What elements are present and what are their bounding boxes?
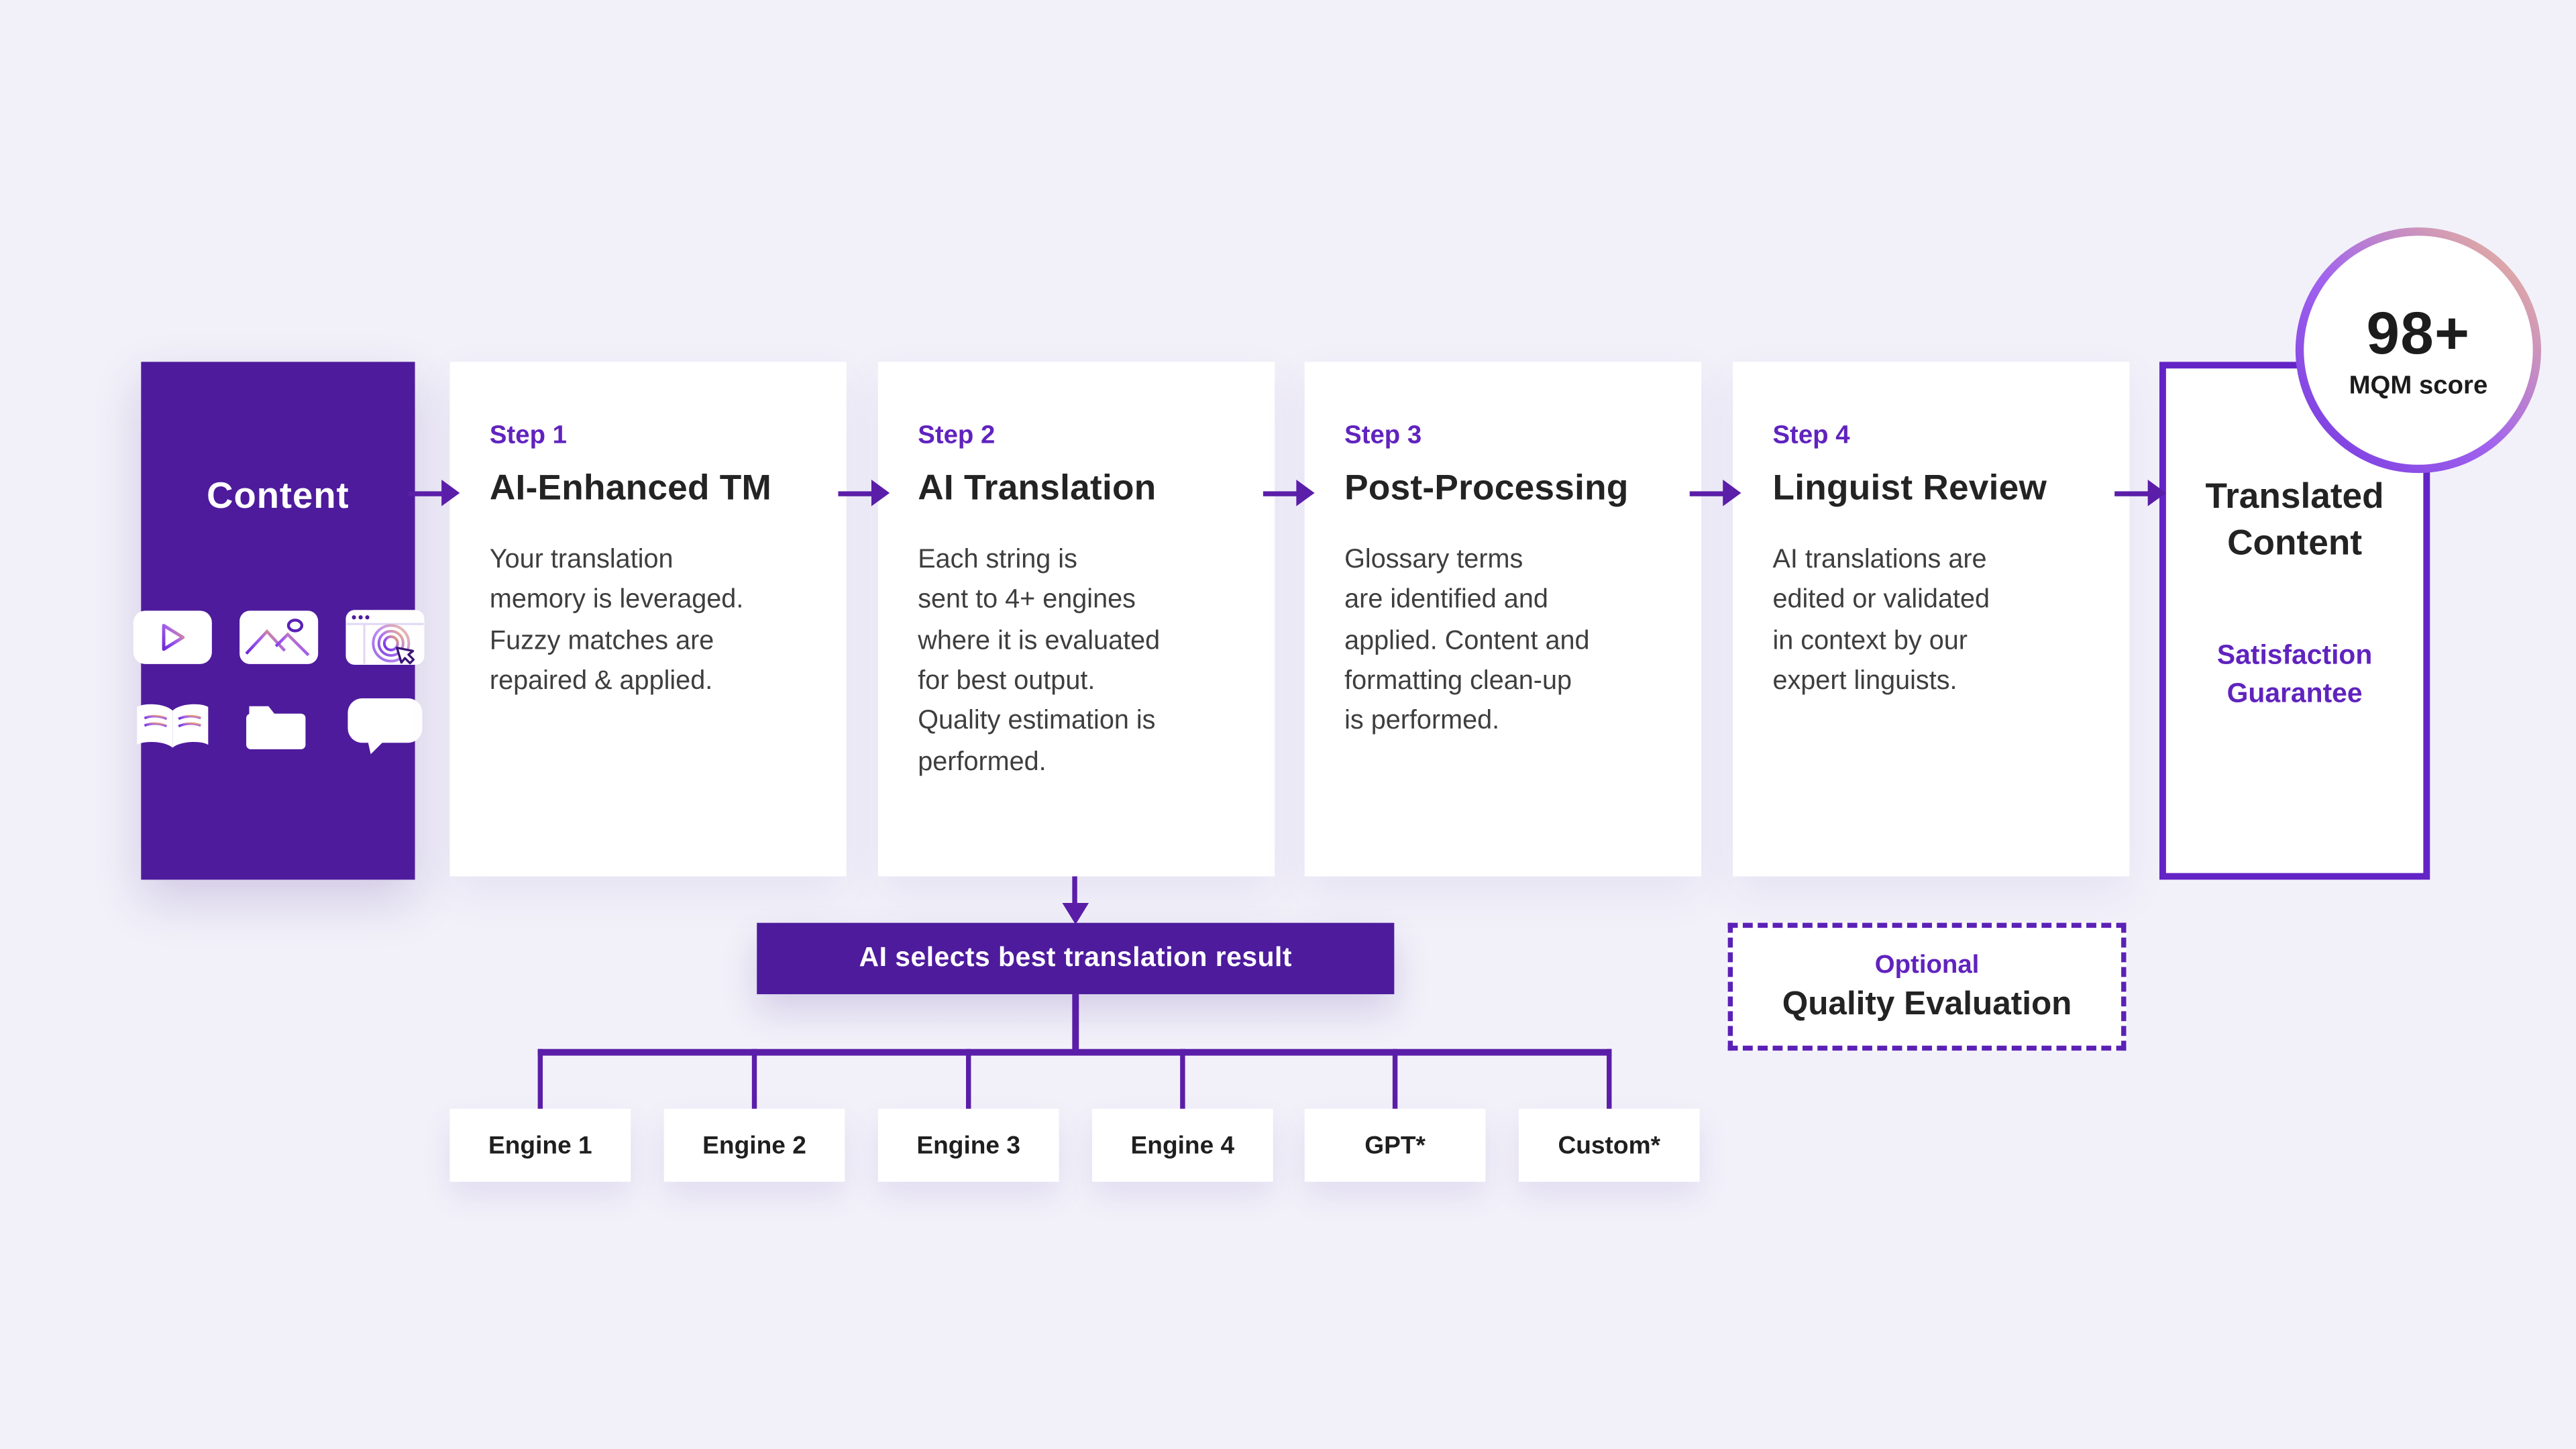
- step-3-card: Step 3 Post-Processing Glossary terms ar…: [1304, 362, 1702, 877]
- engine-1-label: Engine 1: [488, 1131, 592, 1160]
- mqm-score-badge: 98+ MQM score: [2295, 227, 2542, 474]
- engine-4-box: Engine 4: [1092, 1108, 1273, 1182]
- arrow-right-icon: [1689, 480, 1741, 508]
- voice-message-icon: [343, 696, 426, 759]
- connector-line: [537, 1049, 1611, 1055]
- interactive-web-icon: [343, 606, 426, 669]
- connector-line: [965, 1049, 971, 1111]
- gpt-engine-box: GPT*: [1304, 1108, 1486, 1182]
- gpt-engine-label: GPT*: [1364, 1131, 1426, 1160]
- engine-4-label: Engine 4: [1130, 1131, 1235, 1160]
- satisfaction-guarantee-label: Satisfaction Guarantee: [2216, 641, 2373, 709]
- translated-content-title: Translated Content: [2205, 476, 2384, 563]
- documents-folder-icon: [237, 696, 320, 759]
- connector-line: [1606, 1049, 1612, 1111]
- image-icon: [237, 606, 320, 669]
- engine-1-box: Engine 1: [449, 1108, 631, 1182]
- connector-line: [751, 1049, 757, 1111]
- mqm-score-label: MQM score: [2349, 372, 2488, 400]
- engine-2-box: Engine 2: [663, 1108, 845, 1182]
- step-2-label: Step 2: [918, 421, 996, 450]
- ai-selector-label: AI selects best translation result: [859, 943, 1292, 973]
- arrow-right-icon: [838, 480, 890, 508]
- step-1-card: Step 1 AI-Enhanced TM Your translation m…: [449, 362, 847, 877]
- step-2-card: Step 2 AI Translation Each string is sen…: [877, 362, 1275, 877]
- arrow-right-icon: [1263, 480, 1315, 508]
- mqm-score-badge-inner: 98+ MQM score: [2304, 235, 2533, 465]
- video-icon: [130, 606, 213, 669]
- step-4-description: AI translations are edited or validated …: [1772, 546, 1990, 696]
- step-1-description: Your translation memory is leveraged. Fu…: [489, 546, 744, 696]
- connector-line: [1073, 994, 1079, 1053]
- connector-line: [1392, 1049, 1398, 1111]
- open-book-icon: [130, 696, 213, 759]
- step-3-title: Post-Processing: [1344, 468, 1629, 508]
- step-1-label: Step 1: [489, 421, 567, 450]
- arrow-down-head-icon: [1061, 902, 1088, 925]
- step-3-description: Glossary terms are identified and applie…: [1344, 546, 1590, 736]
- ai-selector-bar: AI selects best translation result: [757, 922, 1395, 995]
- step-2-description: Each string is sent to 4+ engines where …: [918, 546, 1161, 776]
- custom-engine-box: Custom*: [1518, 1108, 1700, 1182]
- step-4-title: Linguist Review: [1772, 468, 2047, 508]
- content-box-title: Content: [207, 474, 350, 517]
- connector-line: [1179, 1049, 1185, 1111]
- arrow-right-icon: [408, 480, 460, 508]
- quality-evaluation-title: Quality Evaluation: [1782, 985, 2072, 1022]
- connector-line: [537, 1049, 543, 1111]
- translated-content-box: Translated Content Satisfaction Guarante…: [2159, 362, 2430, 880]
- mqm-score-value: 98+: [2366, 299, 2471, 367]
- optional-label: Optional: [1874, 950, 1980, 979]
- step-3-label: Step 3: [1344, 421, 1422, 450]
- engine-3-label: Engine 3: [916, 1131, 1021, 1160]
- step-4-card: Step 4 Linguist Review AI translations a…: [1733, 362, 2130, 877]
- optional-quality-evaluation-box: Optional Quality Evaluation: [1727, 922, 2127, 1051]
- step-1-title: AI-Enhanced TM: [489, 468, 772, 508]
- engine-3-box: Engine 3: [877, 1108, 1059, 1182]
- content-source-box: Content: [132, 362, 424, 880]
- engine-2-label: Engine 2: [702, 1131, 806, 1160]
- arrow-down-icon: [1072, 876, 1078, 906]
- custom-engine-label: Custom*: [1558, 1131, 1661, 1160]
- arrow-right-icon: [2114, 480, 2166, 508]
- step-4-label: Step 4: [1772, 421, 1850, 450]
- step-2-title: AI Translation: [918, 468, 1157, 508]
